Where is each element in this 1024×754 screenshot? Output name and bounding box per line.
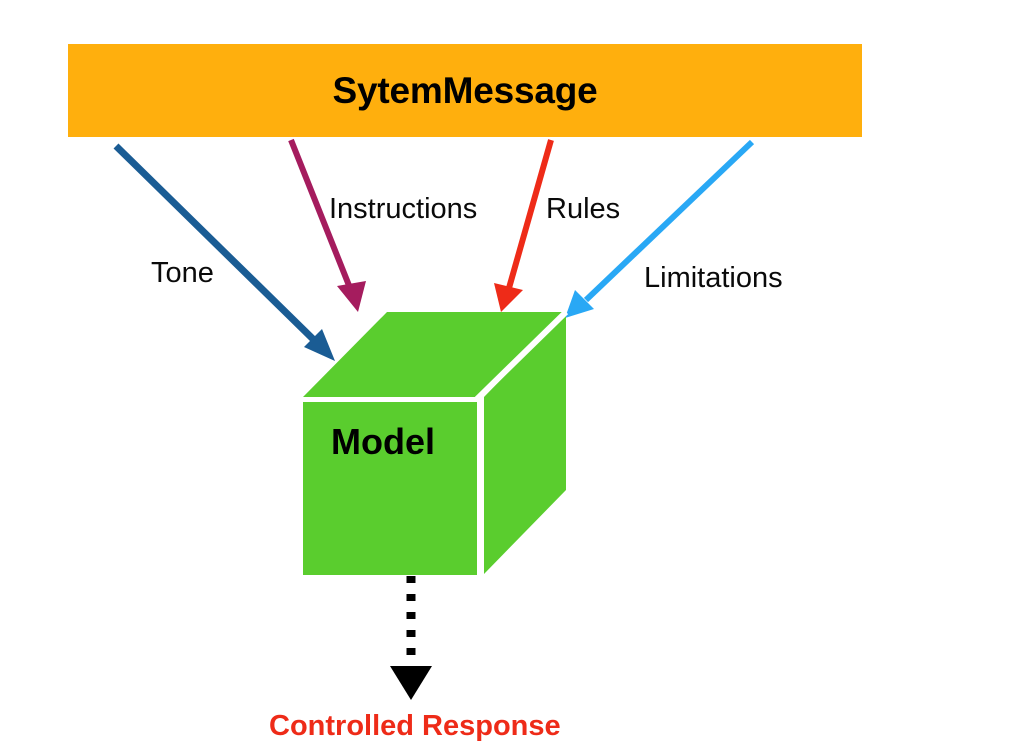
system-message-banner: SytemMessage	[68, 44, 862, 137]
arrow-label-instructions: Instructions	[329, 193, 478, 225]
arrow-output	[390, 576, 432, 700]
model-cube-edge-top-right	[474, 309, 569, 402]
arrow-label-tone: Tone	[151, 257, 214, 289]
arrow-instructions	[288, 138, 366, 312]
arrow-instructions-shaft	[288, 138, 353, 290]
system-message-title: SytemMessage	[332, 70, 598, 111]
model-cube	[303, 309, 569, 575]
arrow-tone-head	[304, 329, 335, 361]
arrow-label-limitations: Limitations	[644, 262, 783, 294]
arrow-rules-head	[494, 283, 523, 312]
controlled-response-label: Controlled Response	[269, 710, 561, 742]
arrow-output-head	[390, 666, 432, 700]
arrow-limitations-shaft	[583, 139, 755, 303]
arrow-limitations-head	[565, 290, 594, 318]
arrow-tone	[113, 143, 335, 361]
arrow-limitations	[565, 139, 755, 318]
arrow-tone-shaft	[113, 143, 317, 343]
arrow-rules	[494, 139, 554, 312]
arrow-instructions-head	[337, 281, 366, 312]
model-cube-front-face	[303, 402, 477, 575]
model-cube-label: Model	[331, 421, 435, 462]
arrow-rules-shaft	[506, 139, 554, 289]
model-cube-right-face	[484, 313, 566, 574]
arrow-label-rules: Rules	[546, 193, 621, 225]
